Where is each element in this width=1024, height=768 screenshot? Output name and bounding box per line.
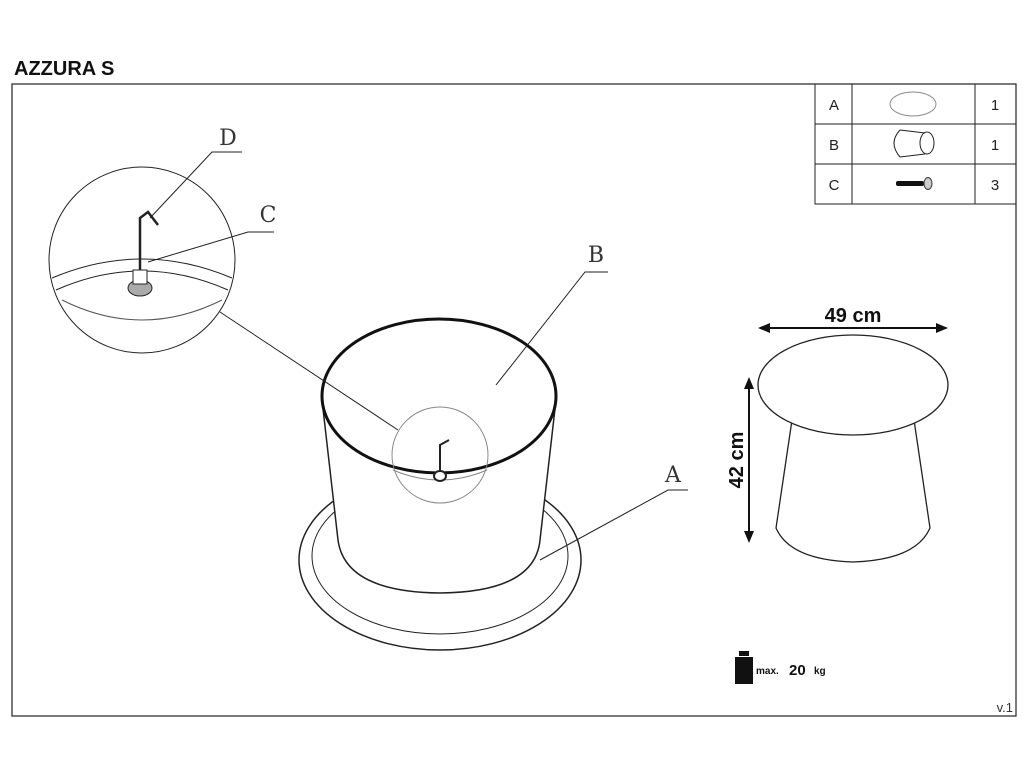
screw-icon [896, 177, 933, 190]
part-letter: B [829, 137, 839, 154]
part-letter: A [829, 97, 839, 114]
callout-b: B [495, 243, 608, 386]
svg-text:C: C [260, 203, 277, 228]
svg-text:49 cm: 49 cm [825, 305, 882, 327]
svg-text:kg: kg [814, 666, 826, 677]
side-view [757, 334, 949, 563]
parts-table: A B C 1 1 3 [814, 83, 1017, 205]
detail-magnifier [48, 166, 399, 431]
callout-d: D [149, 126, 242, 219]
callout-a: A [539, 463, 688, 561]
part-qty: 3 [991, 177, 999, 194]
tabletop-ellipse-icon [889, 91, 937, 117]
table-assembly-drawing [298, 317, 582, 651]
svg-text:20: 20 [789, 662, 806, 679]
svg-text:max.: max. [756, 666, 779, 677]
version-label: v.1 [997, 700, 1013, 715]
svg-text:42 cm: 42 cm [726, 432, 748, 489]
part-qty: 1 [991, 97, 999, 114]
part-letter: C [829, 177, 840, 194]
frame [11, 83, 1017, 717]
height-dimension: 42 cm [726, 377, 754, 543]
product-title: AZZURA S [14, 58, 115, 80]
weight-icon [735, 651, 753, 684]
max-load: max. 20 kg [735, 651, 826, 684]
svg-text:B: B [588, 243, 604, 268]
base-cylinder-icon [893, 129, 935, 158]
svg-text:D: D [219, 126, 237, 151]
part-qty: 1 [991, 137, 999, 154]
callout-c: C [147, 203, 277, 263]
width-dimension: 49 cm [758, 305, 948, 333]
svg-text:A: A [664, 463, 682, 488]
